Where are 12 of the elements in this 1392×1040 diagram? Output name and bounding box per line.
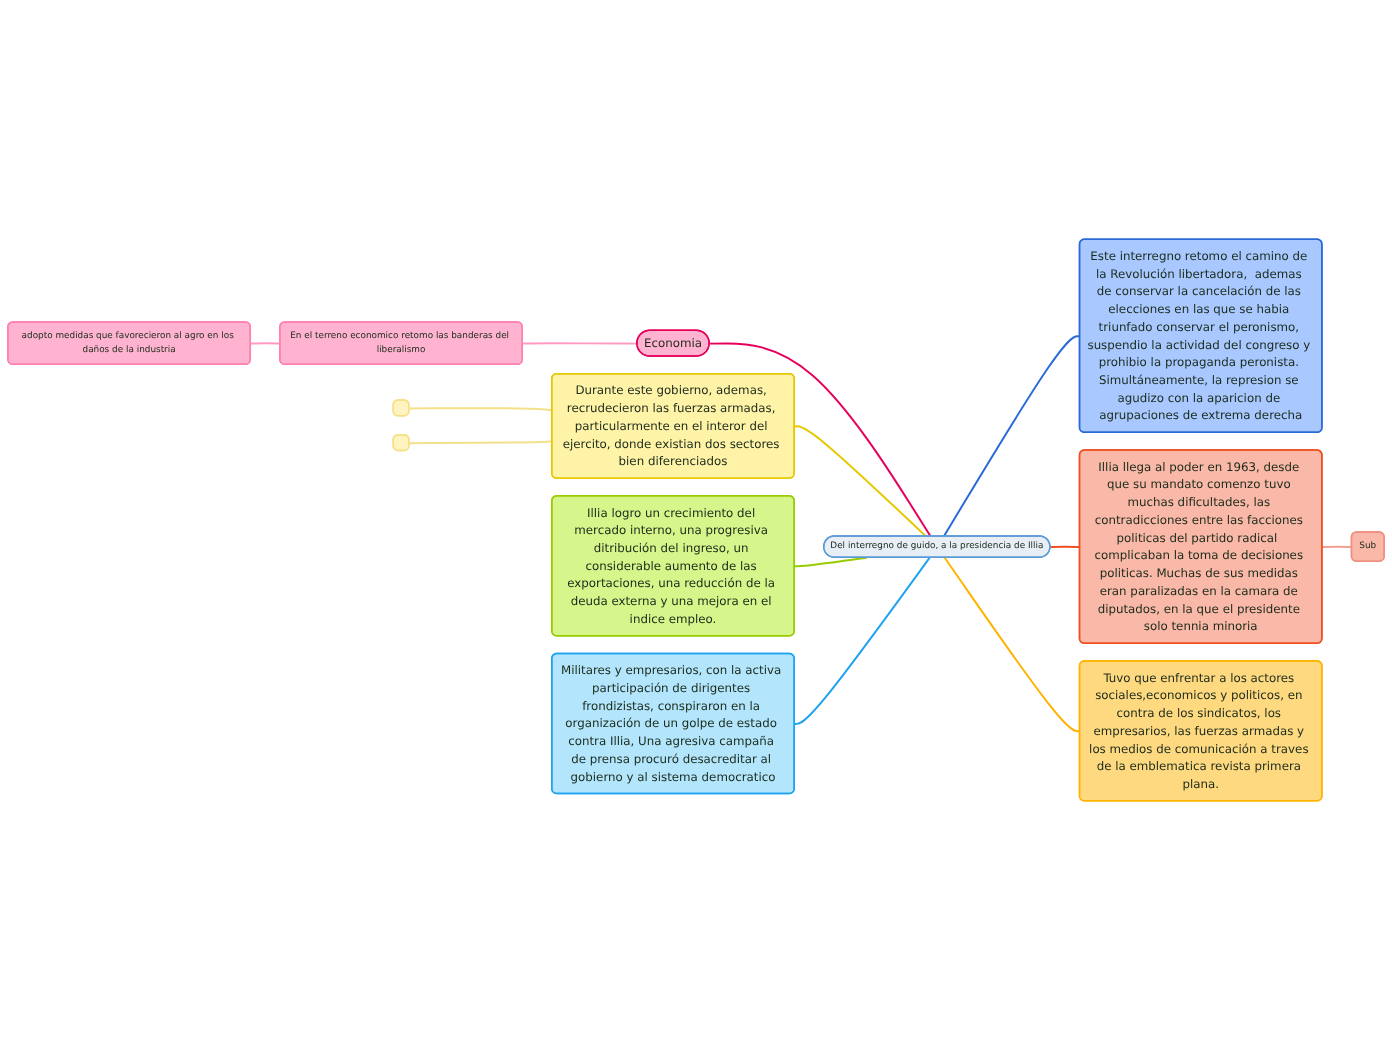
connector — [942, 335, 1081, 538]
connector — [408, 407, 554, 412]
connector — [408, 440, 554, 445]
connector — [793, 556, 931, 725]
connector — [793, 556, 868, 568]
connector — [943, 556, 1081, 733]
connector — [1049, 545, 1081, 549]
connector — [708, 342, 932, 538]
connector — [249, 342, 282, 345]
connector — [1321, 545, 1353, 549]
connector — [793, 425, 928, 538]
connector — [521, 342, 639, 345]
